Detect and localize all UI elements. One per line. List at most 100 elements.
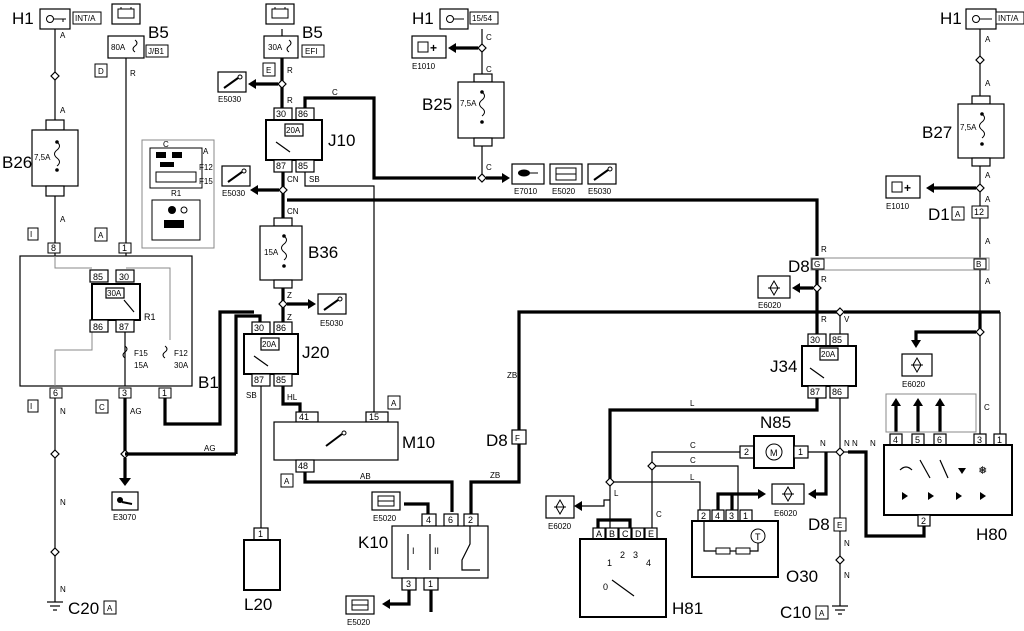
battery-plus-icon: + <box>417 41 437 55</box>
svg-text:D8: D8 <box>788 257 810 276</box>
svg-text:C: C <box>486 163 492 172</box>
svg-text:HL: HL <box>287 393 298 402</box>
svg-text:AG: AG <box>130 407 142 416</box>
svg-text:30: 30 <box>254 323 264 333</box>
svg-text:I: I <box>412 546 415 556</box>
svg-text:A: A <box>391 399 397 408</box>
svg-text:J34: J34 <box>770 357 797 376</box>
svg-text:R: R <box>287 66 293 75</box>
svg-text:ZB: ZB <box>507 371 517 380</box>
svg-text:1: 1 <box>997 435 1002 445</box>
c20-ground: C20 A <box>47 599 117 618</box>
h1-ignition-switch-center: H1 15/54 <box>412 8 499 30</box>
svg-text:+: + <box>904 181 911 195</box>
svg-text:R: R <box>287 96 293 105</box>
svg-text:2: 2 <box>921 516 926 526</box>
svg-text:❅: ❅ <box>978 465 987 477</box>
svg-text:1: 1 <box>743 511 748 521</box>
svg-text:1: 1 <box>258 529 263 539</box>
e6020-ground-o30: E6020 <box>771 483 805 518</box>
svg-text:D: D <box>98 67 104 76</box>
fuse-box-inset: C A F12 F15 R1 <box>141 139 215 249</box>
e7010-ground: E7010 <box>511 163 545 196</box>
b5-fuse-30a: 30A B5 EFI <box>263 3 325 59</box>
svg-text:48: 48 <box>298 461 308 471</box>
b25-fuse: 7,5A B25 <box>422 73 505 147</box>
svg-text:E5030: E5030 <box>320 319 344 328</box>
n85-motor: 2 M 1 N85 <box>739 413 809 469</box>
battery-plus-icon: + <box>891 181 911 195</box>
svg-text:J20: J20 <box>302 343 329 362</box>
svg-text:85: 85 <box>298 161 308 171</box>
svg-text:A: A <box>985 277 991 286</box>
d8-connector: G B D8 <box>788 257 990 276</box>
svg-text:J10: J10 <box>328 131 355 150</box>
svg-text:E3070: E3070 <box>113 513 137 522</box>
svg-text:SB: SB <box>246 391 257 400</box>
svg-text:30A: 30A <box>268 43 283 52</box>
svg-text:C: C <box>656 510 662 519</box>
svg-text:F15: F15 <box>199 177 213 186</box>
svg-text:M: M <box>770 448 778 458</box>
svg-text:B25: B25 <box>422 95 452 114</box>
svg-text:D1: D1 <box>928 205 950 224</box>
svg-text:5: 5 <box>915 435 920 445</box>
fan-icon <box>377 495 395 507</box>
svg-text:7,5A: 7,5A <box>460 99 477 108</box>
svg-text:6: 6 <box>937 435 942 445</box>
fan-icon <box>351 599 369 611</box>
svg-text:N: N <box>820 439 826 448</box>
svg-text:E6020: E6020 <box>758 301 782 310</box>
svg-text:85: 85 <box>832 335 842 345</box>
svg-text:A: A <box>985 79 991 88</box>
snowflake-icon: 0 <box>768 279 780 297</box>
svg-text:E5030: E5030 <box>222 189 246 198</box>
svg-text:R: R <box>821 315 827 324</box>
battery-icon <box>117 7 135 19</box>
svg-text:B36: B36 <box>308 243 338 262</box>
svg-text:H1: H1 <box>940 9 962 28</box>
svg-text:A: A <box>203 147 209 156</box>
svg-text:N85: N85 <box>760 413 791 432</box>
svg-text:I: I <box>30 230 32 239</box>
svg-text:C: C <box>332 88 338 97</box>
svg-text:3: 3 <box>729 511 734 521</box>
svg-text:1: 1 <box>162 388 167 398</box>
svg-text:R: R <box>821 245 827 254</box>
svg-text:15: 15 <box>369 412 379 422</box>
svg-text:II: II <box>434 546 439 556</box>
svg-text:A: A <box>60 31 66 40</box>
wrench-icon <box>117 497 133 505</box>
svg-text:F: F <box>515 434 520 443</box>
fan-icon <box>555 167 577 181</box>
svg-text:E5030: E5030 <box>218 95 242 104</box>
battery-icon <box>271 7 289 19</box>
svg-text:2: 2 <box>744 447 749 457</box>
svg-text:A: A <box>107 604 113 613</box>
svg-text:4: 4 <box>426 515 431 525</box>
e1010-ground-right: + E1010 <box>885 175 921 211</box>
svg-text:C: C <box>690 441 696 450</box>
m10-ecu: 41 15 48 M10 A A <box>273 395 435 488</box>
svg-text:8: 8 <box>51 243 56 253</box>
svg-text:4: 4 <box>646 558 651 568</box>
svg-text:15/54: 15/54 <box>472 14 493 23</box>
svg-text:K10: K10 <box>358 533 388 552</box>
svg-text:87: 87 <box>810 387 820 397</box>
key-icon <box>446 15 464 23</box>
svg-text:ZB: ZB <box>490 471 500 480</box>
svg-text:E6020: E6020 <box>548 522 572 531</box>
svg-text:E6020: E6020 <box>774 509 798 518</box>
svg-text:A: A <box>985 171 991 180</box>
key-icon <box>46 15 66 23</box>
svg-text:B5: B5 <box>148 23 169 42</box>
svg-text:3: 3 <box>977 435 982 445</box>
svg-text:6: 6 <box>53 388 58 398</box>
fan-switch-icon: ❅ <box>899 459 987 500</box>
svg-text:2: 2 <box>468 515 473 525</box>
svg-text:30A: 30A <box>107 289 122 298</box>
svg-text:0: 0 <box>603 582 608 592</box>
svg-text:86: 86 <box>832 387 842 397</box>
svg-text:87: 87 <box>276 161 286 171</box>
svg-text:86: 86 <box>298 109 308 119</box>
